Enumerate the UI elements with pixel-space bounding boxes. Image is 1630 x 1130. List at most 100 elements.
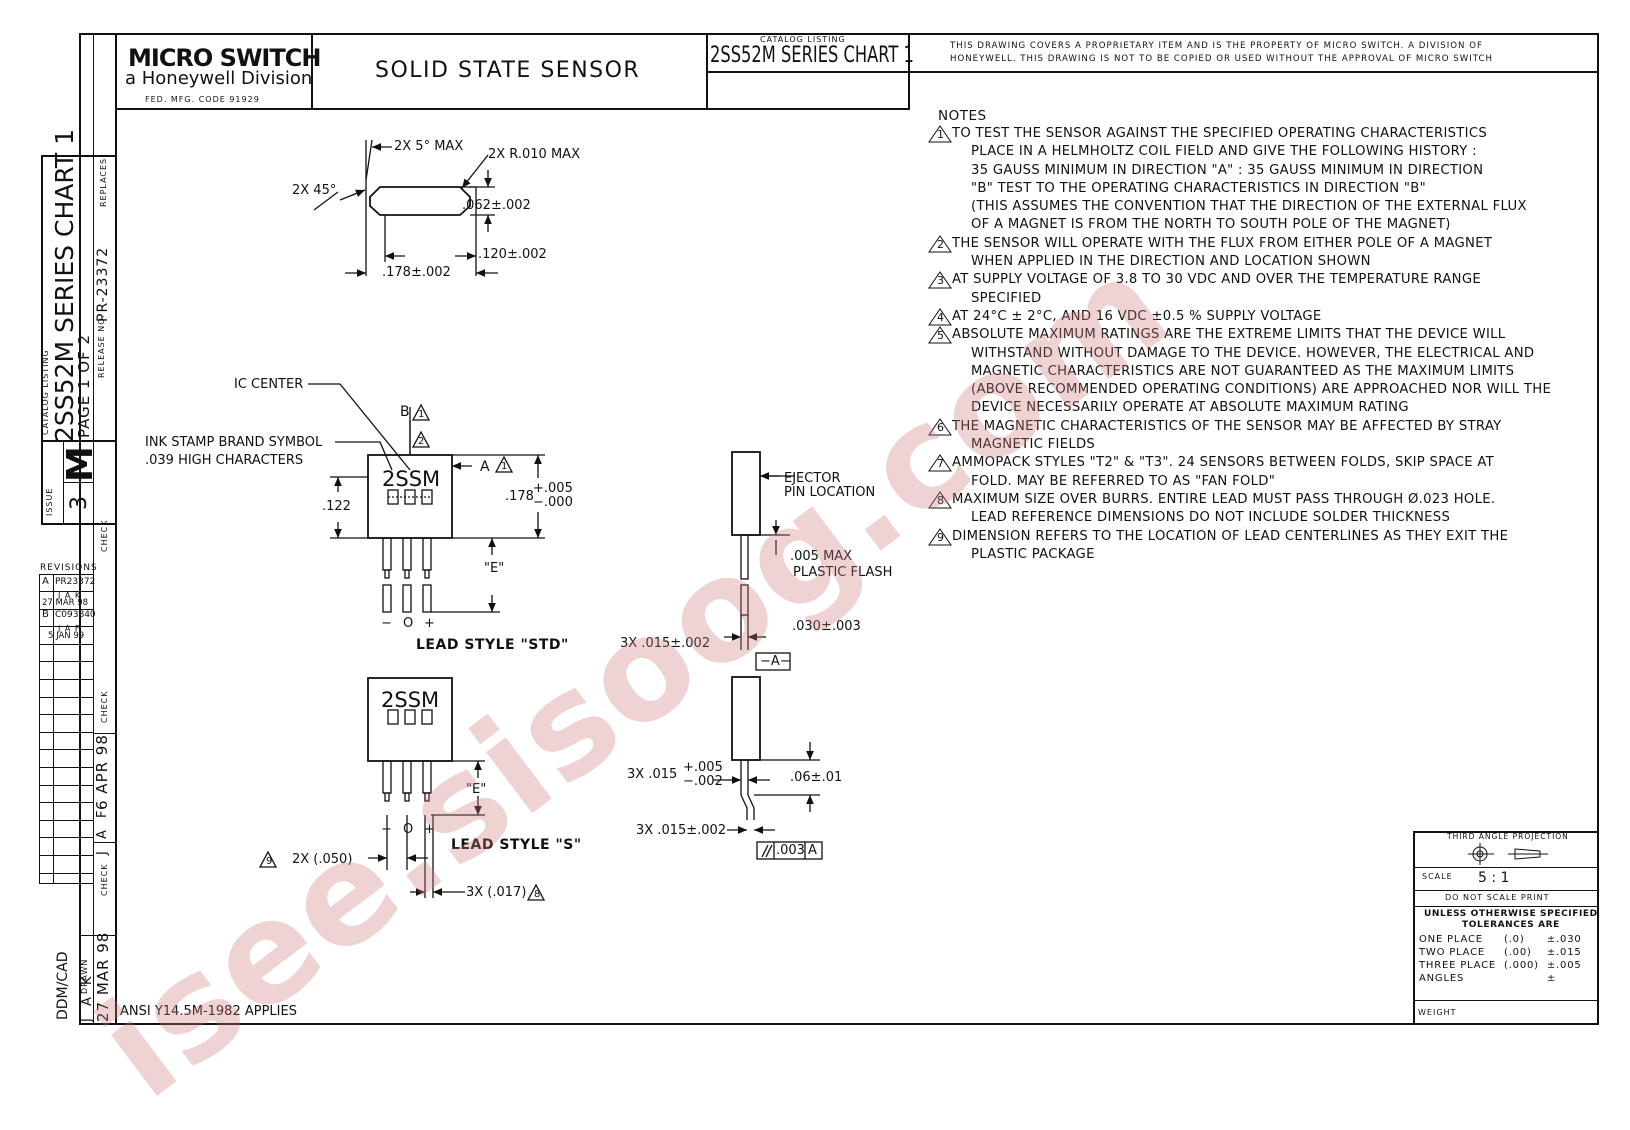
note-number: 4: [937, 310, 945, 324]
catalog-underline: [706, 71, 909, 73]
mechanical-drawing: [258, 139, 823, 901]
note-text: PLASTIC PACKAGE: [971, 546, 1095, 562]
catalog-strip-inner: [93, 155, 94, 525]
side-strip-frame: [79, 33, 117, 1025]
issue-split: [63, 482, 93, 483]
tol-label: ONE PLACE: [1419, 934, 1483, 945]
revision-grid-line: [39, 784, 94, 786]
note-continuation: PLACE IN A HELMHOLTZ COIL FIELD AND GIVE…: [928, 143, 1548, 161]
note-number: 5: [937, 329, 945, 343]
tol-row: ONE PLACE(.0)±.030: [1415, 933, 1586, 946]
note-triangle-icon: 5: [928, 326, 952, 344]
ink-stamp-label: INK STAMP BRAND SYMBOL: [145, 435, 323, 450]
lead-thk2-minus: −.002: [683, 774, 723, 789]
tolerance-table: ONE PLACE(.0)±.030 TWO PLACE(.00)±.015 T…: [1415, 933, 1586, 985]
drawn-top-line: [79, 935, 117, 936]
scale-label: SCALE: [1422, 872, 1453, 881]
rev-b-number: C093840: [55, 610, 96, 620]
proprietary-line-1: THIS DRAWING COVERS A PROPRIETARY ITEM A…: [950, 41, 1483, 51]
tol-row: TWO PLACE(.00)±.015: [1415, 946, 1586, 959]
revision-grid-line: [39, 714, 94, 716]
note-text: DEVICE NECESSARILY OPERATE AT ABSOLUTE M…: [971, 400, 1409, 416]
flash-label: .005 MAX: [790, 549, 853, 564]
parallel-ref: A: [808, 843, 817, 858]
height-tol-minus: −.000: [533, 495, 573, 510]
notes-heading: NOTES: [938, 108, 987, 124]
note-triangle-icon: 1: [928, 125, 952, 143]
note-text: THE SENSOR WILL OPERATE WITH THE FLUX FR…: [952, 235, 1493, 251]
width-label: .178±.002: [382, 265, 451, 280]
tol-line-1: [1413, 867, 1599, 868]
revision-grid-line: [39, 837, 94, 839]
lead-thk2-label: 3X .015: [627, 767, 678, 782]
revisions-col: [53, 574, 54, 884]
note-triangle-icon: 3: [928, 271, 952, 289]
check2-top-line: [94, 842, 117, 843]
note-triangle-icon: 9: [928, 527, 952, 546]
note-text: WHEN APPLIED IN THE DIRECTION AND LOCATI…: [971, 254, 1371, 270]
tolerance-block: [1413, 831, 1599, 1025]
revision-grid-line: [39, 749, 94, 751]
tol-value: ±.005: [1546, 960, 1582, 971]
direction-a: A: [480, 459, 490, 475]
note-item: 2 THE SENSOR WILL OPERATE WITH THE FLUX F…: [928, 234, 1548, 253]
tol-line-3: [1413, 906, 1599, 907]
note-continuation: "B" TEST TO THE OPERATING CHARACTERISTIC…: [928, 180, 1548, 198]
note-triangle-icon: 6: [928, 417, 952, 436]
proprietary-line-2: HONEYWELL. THIS DRAWING IS NOT TO BE COP…: [950, 54, 1493, 64]
note-number: 3: [937, 274, 945, 288]
note-number: 2: [937, 237, 945, 251]
lead-gap-label: .030±.003: [792, 619, 861, 634]
ansi-note: ANSI Y14.5M-1982 APPLIES: [120, 1004, 297, 1019]
note-continuation: 35 GAUSS MINIMUM IN DIRECTION "A" : 35 G…: [928, 162, 1548, 180]
rev-b-date: 5 JAN 99: [48, 631, 85, 641]
offset-label: .06±.01: [790, 770, 843, 785]
projection-symbol-icon: [1468, 843, 1548, 865]
pin-minus-std: −: [381, 616, 392, 631]
thickness-label: .062±.002: [462, 198, 531, 213]
tol-format: (.00): [1504, 947, 1532, 958]
revision-grid-line: [39, 591, 94, 592]
note-continuation: SPECIFIED: [928, 290, 1548, 308]
projection-label: THIRD ANGLE PROJECTION: [1447, 832, 1569, 841]
drawing-frame: [115, 33, 1599, 1025]
note-continuation: LEAD REFERENCE DIMENSIONS DO NOT INCLUDE…: [928, 509, 1548, 527]
revision-grid-line: [39, 661, 94, 663]
draft-label: 2X 5° MAX: [394, 139, 464, 154]
check1-top-line: [94, 733, 117, 734]
note-text: (THIS ASSUMES THE CONVENTION THAT THE DI…: [971, 199, 1527, 215]
note-continuation: WITHSTAND WITHOUT DAMAGE TO THE DEVICE. …: [928, 345, 1548, 363]
check-col-divider: [79, 640, 80, 1025]
note-ref-8: 8: [534, 889, 542, 900]
revision-grid-line: [39, 855, 94, 856]
tol-row: ANGLES±: [1415, 972, 1586, 985]
note-text: MAGNETIC CHARACTERISTICS ARE NOT GUARANT…: [971, 363, 1515, 379]
note-number: 9: [937, 530, 945, 544]
rev-a-number: PR23372: [55, 577, 96, 587]
datum-a: −A−: [760, 654, 791, 669]
ejector-label: EJECTOR: [784, 471, 841, 486]
drawing-title: SOLID STATE SENSOR: [375, 58, 641, 83]
revision-grid-line: [39, 679, 94, 680]
fed-code: FED. MFG. CODE 91929: [145, 95, 260, 104]
note-continuation: FOLD. MAY BE REFERRED TO AS "FAN FOLD": [928, 473, 1548, 491]
dim-122: .122: [322, 499, 351, 514]
proprietary-underline: [908, 71, 1599, 73]
note-text: PLACE IN A HELMHOLTZ COIL FIELD AND GIVE…: [971, 144, 1477, 160]
revision-grid-line: [39, 696, 94, 698]
flash-label-2: PLASTIC FLASH: [793, 565, 893, 580]
note-triangle-icon: 4: [928, 308, 952, 326]
pin-location-label: PIN LOCATION: [784, 485, 876, 500]
note-text: SPECIFIED: [971, 290, 1042, 306]
pin-zero-std: O: [403, 616, 414, 631]
revision-grid-line: [39, 643, 94, 645]
pin-plus-s: +: [424, 822, 435, 837]
issue-box: [41, 440, 117, 525]
tol-label: TWO PLACE: [1419, 947, 1486, 958]
pin-zero-s: O: [403, 822, 414, 837]
revision-grid-line: [39, 731, 94, 733]
